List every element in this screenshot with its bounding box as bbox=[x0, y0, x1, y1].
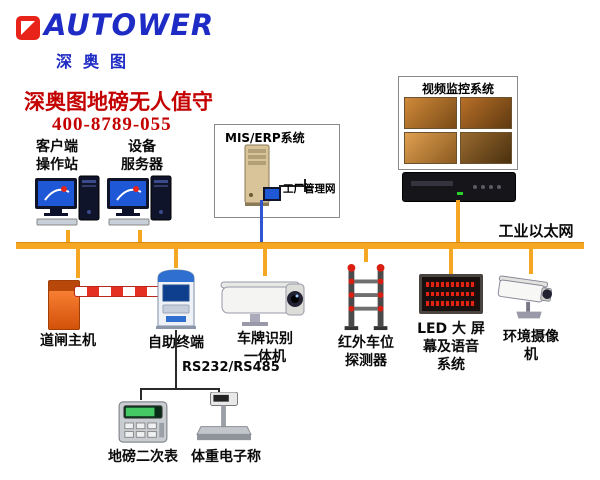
headline: 深奥图地磅无人值守 bbox=[24, 90, 213, 114]
serial-line-horizontal bbox=[140, 388, 220, 390]
bus-drop-client bbox=[66, 230, 70, 242]
kiosk-icon bbox=[154, 268, 198, 330]
scale-icon bbox=[196, 391, 252, 444]
bus-drop-led bbox=[449, 248, 453, 274]
bus-drop-server bbox=[138, 230, 142, 242]
serial-label: RS232/RS485 bbox=[182, 360, 280, 375]
video-box-title: 视频监控系统 bbox=[421, 82, 494, 96]
device-server-label: 设备 服务器 bbox=[121, 139, 163, 174]
bus-drop-lpr bbox=[263, 248, 267, 276]
device-server-pc-icon bbox=[104, 172, 176, 232]
video-thumb bbox=[404, 132, 457, 164]
barrier-gate-icon bbox=[48, 278, 160, 330]
brand-name: AUTOWER bbox=[44, 8, 215, 42]
ethernet-bus bbox=[16, 242, 584, 249]
brand-subtitle: 深奥图 bbox=[56, 52, 138, 71]
factory-net-label: 工厂管理网 bbox=[283, 183, 336, 195]
barrier-arm bbox=[74, 286, 160, 297]
dvr-led bbox=[457, 192, 463, 195]
indicator-label: 地磅二次表 bbox=[108, 449, 178, 465]
env-camera-icon bbox=[497, 272, 565, 322]
video-box: 视频监控系统 bbox=[398, 76, 518, 170]
video-thumb bbox=[404, 97, 457, 129]
lpr-camera-icon bbox=[220, 276, 310, 328]
led-text-row bbox=[426, 301, 476, 307]
dvr-buttons bbox=[473, 185, 477, 189]
client-station-label: 客户端 操作站 bbox=[36, 139, 78, 174]
ethernet-label: 工业以太网 bbox=[498, 222, 574, 240]
dvr-slot bbox=[411, 181, 453, 186]
infrared-label: 红外车位 探测器 bbox=[338, 335, 394, 370]
infrared-detector-icon bbox=[342, 262, 390, 332]
lpr-label: 车牌识别 一体机 bbox=[237, 331, 293, 366]
factory-net-connector-tick bbox=[304, 179, 306, 192]
serial-line-scale bbox=[218, 388, 220, 394]
bus-drop-barrier bbox=[76, 248, 80, 278]
brand-mark-icon bbox=[16, 16, 40, 40]
video-thumb bbox=[459, 97, 512, 129]
serial-line-indicator bbox=[140, 388, 142, 400]
bus-drop-infrared bbox=[364, 248, 368, 262]
client-station-pc-icon bbox=[32, 172, 104, 232]
bus-drop-kiosk bbox=[174, 248, 178, 268]
server-icon bbox=[239, 143, 283, 213]
mis-erp-box: MIS/ERP系统 工厂管理网 bbox=[214, 124, 340, 218]
led-text-row bbox=[426, 282, 476, 287]
indicator-icon bbox=[116, 400, 170, 444]
phone-number: 400-8789-055 bbox=[52, 114, 172, 135]
serial-line-vertical bbox=[175, 330, 177, 388]
autower-logo: AUTOWER bbox=[16, 8, 215, 42]
scale-label: 体重电子称 bbox=[191, 449, 261, 465]
video-thumb bbox=[459, 132, 512, 164]
dvr-icon bbox=[402, 172, 516, 202]
factory-net-connector bbox=[279, 185, 305, 187]
led-label: LED 大 屏 幕及语音 系统 bbox=[417, 321, 485, 374]
led-text-row bbox=[426, 291, 476, 297]
barrier-label: 道闸主机 bbox=[40, 333, 96, 349]
video-thumbnails bbox=[404, 97, 512, 164]
mis-erp-title: MIS/ERP系统 bbox=[225, 131, 305, 145]
env-camera-label: 环境摄像 机 bbox=[503, 329, 559, 364]
bus-drop-mis bbox=[260, 200, 263, 242]
led-screen-icon bbox=[419, 274, 483, 314]
bus-drop-envcam bbox=[529, 248, 533, 274]
bus-drop-dvr bbox=[456, 200, 460, 242]
